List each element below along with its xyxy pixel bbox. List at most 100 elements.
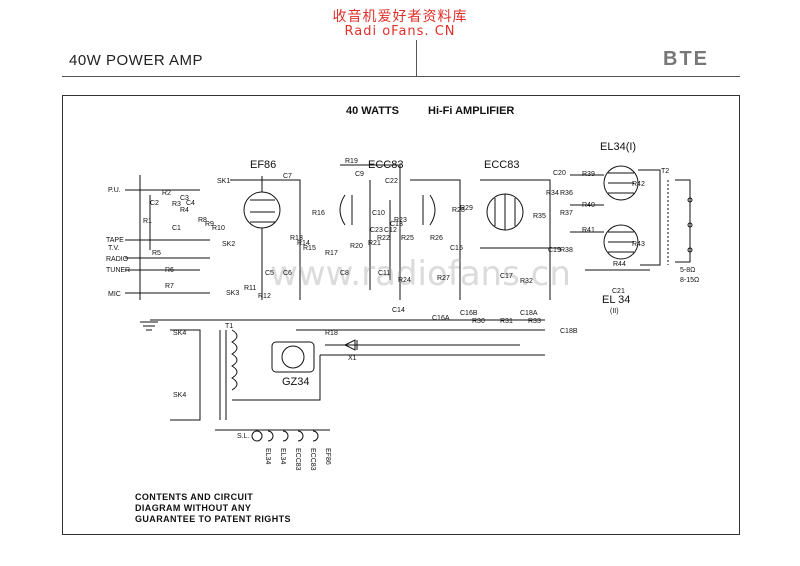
resistor-label: R38 bbox=[560, 247, 573, 254]
resistor-label: R27 bbox=[437, 275, 450, 282]
el34-ii-label: EL 34 bbox=[602, 294, 630, 306]
ecc83-a-label: ECC83 bbox=[368, 159, 403, 171]
ef86-label: EF86 bbox=[250, 159, 276, 171]
resistor-label: R2 bbox=[162, 190, 171, 197]
resistor-label: R35 bbox=[533, 213, 546, 220]
resistor-label: R30 bbox=[472, 318, 485, 325]
resistor-label: R36 bbox=[560, 190, 573, 197]
resistor-label: R9 bbox=[205, 221, 214, 228]
capacitor-label: C8 bbox=[340, 270, 349, 277]
watermark-chinese: 收音机爱好者资料库 bbox=[332, 9, 468, 25]
resistor-label: R43 bbox=[632, 241, 645, 248]
footer-line-3: GUARANTEE TO PATENT RIGHTS bbox=[135, 514, 291, 524]
label-sl: S.L. bbox=[237, 433, 250, 440]
capacitor-label: C15 bbox=[450, 245, 463, 252]
footer-note: CONTENTS AND CIRCUIT DIAGRAM WITHOUT ANY… bbox=[135, 492, 291, 525]
capacitor-label: C20 bbox=[553, 170, 566, 177]
capacitor-label: C17 bbox=[500, 273, 513, 280]
capacitor-label: C2 bbox=[150, 200, 159, 207]
capacitor-label: C12 bbox=[384, 227, 397, 234]
header-rule bbox=[62, 76, 740, 77]
heater-label: EL34 bbox=[279, 448, 286, 464]
switch-sk4-b: SK4 bbox=[173, 392, 186, 399]
resistor-label: R3 bbox=[172, 201, 181, 208]
resistor-label: R6 bbox=[165, 267, 174, 274]
capacitor-label: C21 bbox=[612, 288, 625, 295]
heater-label: ECC83 bbox=[294, 448, 301, 471]
resistor-label: R41 bbox=[582, 227, 595, 234]
resistor-label: R11 bbox=[244, 285, 256, 292]
transformer-t2: T2 bbox=[661, 168, 669, 175]
capacitor-label: C4 bbox=[186, 200, 195, 207]
resistor-label: R19 bbox=[345, 158, 358, 165]
capacitor-label: C3 bbox=[180, 195, 189, 202]
resistor-label: R24 bbox=[398, 277, 411, 284]
label-x1: X1 bbox=[348, 355, 357, 362]
capacitor-label: C11 bbox=[378, 270, 390, 277]
resistor-label: R20 bbox=[350, 243, 363, 250]
capacitor-label: C19 bbox=[548, 247, 561, 254]
resistor-label: R16 bbox=[312, 210, 325, 217]
resistor-label: R37 bbox=[560, 210, 573, 217]
resistor-label: R25 bbox=[401, 235, 414, 242]
el34-i-valve bbox=[603, 165, 639, 201]
resistor-label: R1 bbox=[143, 218, 152, 225]
resistor-label: R29 bbox=[460, 205, 473, 212]
capacitor-label: C5 bbox=[265, 270, 274, 277]
resistor-label: R28 bbox=[452, 207, 465, 214]
gz34-label: GZ34 bbox=[282, 376, 310, 388]
resistor-label: R4 bbox=[180, 207, 189, 214]
footer-line-2: DIAGRAM WITHOUT ANY bbox=[135, 503, 252, 513]
schematic-frame bbox=[62, 95, 740, 535]
resistor-label: R44 bbox=[613, 261, 626, 268]
switch-sk2: SK2 bbox=[222, 241, 235, 248]
capacitor-label: C1 bbox=[172, 225, 181, 232]
switch-sk3: SK3 bbox=[226, 290, 239, 297]
input-tape: TAPE bbox=[106, 237, 124, 244]
resistor-label: R14 bbox=[297, 240, 310, 247]
scale-lamp bbox=[251, 430, 263, 442]
capacitor-label: C23 bbox=[370, 227, 383, 234]
heading-left: 40 WATTS bbox=[346, 105, 399, 117]
resistor-label: R18 bbox=[325, 330, 338, 337]
resistor-label: R39 bbox=[582, 171, 595, 178]
input-mic: MIC bbox=[108, 291, 121, 298]
header-divider bbox=[416, 40, 417, 76]
brand-logo: BTE bbox=[663, 48, 709, 70]
heading-right: Hi-Fi AMPLIFIER bbox=[428, 105, 514, 117]
switch-sk4-a: SK4 bbox=[173, 330, 186, 337]
resistor-label: R23 bbox=[394, 217, 407, 224]
el34-i-label: EL34(I) bbox=[600, 141, 636, 153]
resistor-label: R8 bbox=[198, 217, 207, 224]
page-title: 40W POWER AMP bbox=[69, 52, 204, 69]
capacitor-label: C18B bbox=[560, 328, 578, 335]
mains-transformer bbox=[231, 329, 238, 391]
heater-label: EF86 bbox=[324, 448, 331, 465]
capacitor-label: C16A bbox=[432, 315, 450, 322]
transformer-t1: T1 bbox=[225, 323, 233, 330]
resistor-label: R32 bbox=[520, 278, 533, 285]
capacitor-label: C22 bbox=[385, 178, 398, 185]
resistor-label: R31 bbox=[500, 318, 513, 325]
resistor-label: R22 bbox=[377, 235, 390, 242]
capacitor-label: C10 bbox=[372, 210, 385, 217]
el34-ii-number: (II) bbox=[610, 308, 619, 315]
capacitor-label: C16B bbox=[460, 310, 478, 317]
watermark-site: Radi oFans. CN bbox=[344, 24, 456, 39]
footer-line-1: CONTENTS AND CIRCUIT bbox=[135, 492, 254, 502]
switch-sk1: SK1 bbox=[217, 178, 230, 185]
overlay-watermark: www.radiofans.cn bbox=[270, 254, 571, 294]
capacitor-label: C7 bbox=[283, 173, 292, 180]
capacitor-label: C18A bbox=[520, 310, 538, 317]
resistor-label: R17 bbox=[325, 250, 338, 257]
resistor-label: R26 bbox=[430, 235, 443, 242]
resistor-label: R34 bbox=[546, 190, 559, 197]
resistor-label: R13 bbox=[290, 235, 303, 242]
output-5-8: 5-8Ω bbox=[680, 267, 695, 274]
ef86-valve bbox=[243, 191, 281, 229]
resistor-label: R21 bbox=[368, 240, 381, 247]
resistor-label: R5 bbox=[152, 250, 161, 257]
input-tuner: TUNER bbox=[106, 267, 130, 274]
input-tv: T.V. bbox=[108, 245, 119, 252]
